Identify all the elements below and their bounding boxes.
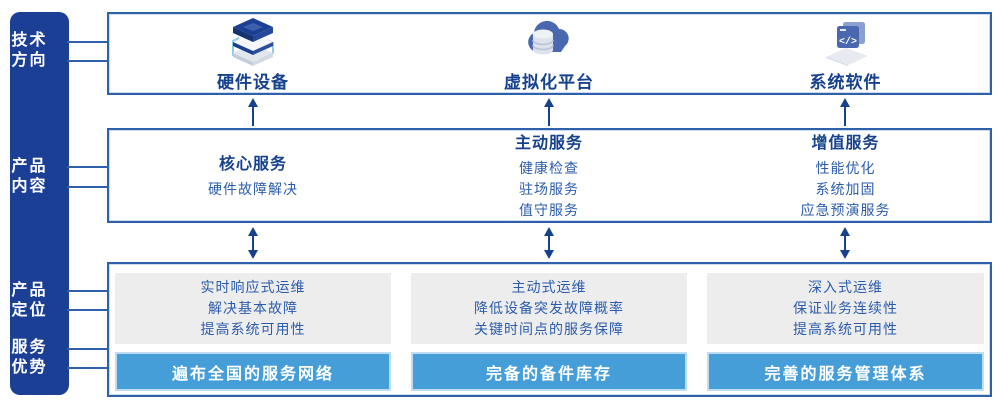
sidebar-label-line: 定位 bbox=[11, 302, 48, 319]
service-item: 应急预演服务 bbox=[800, 202, 891, 218]
sidebar-label-line: 产品 bbox=[11, 282, 48, 299]
positioning-line: 实时响应式运维 bbox=[200, 279, 306, 295]
sidebar-label-line: 优势 bbox=[11, 359, 48, 376]
positioning-column-deep: 深入式运维 保证业务连续性 提高系统可用性 完善的服务管理体系 bbox=[707, 264, 984, 395]
double-arrow-icon bbox=[840, 227, 850, 259]
double-arrow-icon bbox=[544, 227, 554, 259]
sidebar-label-line: 内容 bbox=[11, 178, 48, 195]
service-column-core: 核心服务 硬件故障解决 bbox=[115, 130, 391, 221]
service-title: 主动服务 bbox=[514, 135, 583, 152]
advantage-bar: 遍布全国的服务网络 bbox=[115, 352, 391, 391]
sidebar-label-product-content: 产品 内容 bbox=[0, 157, 59, 197]
sidebar-label-product-position: 产品 定位 bbox=[0, 281, 59, 321]
up-arrow-icon bbox=[544, 98, 554, 126]
product-position-row: 实时响应式运维 解决基本故障 提高系统可用性 遍布全国的服务网络 主动式运维 降… bbox=[107, 262, 992, 397]
sidebar-label-service-advantage: 服务 优势 bbox=[0, 338, 59, 378]
tech-direction-row: 硬件设备 虚拟化平台 bbox=[107, 12, 992, 95]
connector-line bbox=[67, 60, 109, 62]
positioning-line: 关键时间点的服务保障 bbox=[474, 321, 624, 337]
sidebar-label-line: 产品 bbox=[11, 158, 48, 175]
product-content-row: 核心服务 硬件故障解决 主动服务 健康检查 驻场服务 值守服务 增值服务 性能优… bbox=[107, 128, 992, 223]
code-window-icon: </> bbox=[818, 15, 874, 67]
sidebar-label-tech-direction: 技术 方向 bbox=[0, 31, 59, 71]
sidebar-label-line: 服务 bbox=[11, 339, 48, 356]
connector-line bbox=[67, 41, 109, 43]
positioning-line: 提高系统可用性 bbox=[793, 321, 898, 337]
positioning-column-realtime: 实时响应式运维 解决基本故障 提高系统可用性 遍布全国的服务网络 bbox=[115, 264, 391, 395]
positioning-column-proactive: 主动式运维 降低设备突发故障概率 关键时间点的服务保障 完备的备件库存 bbox=[411, 264, 687, 395]
tech-label: 虚拟化平台 bbox=[504, 72, 594, 92]
positioning-line: 解决基本故障 bbox=[208, 300, 298, 316]
positioning-line: 保证业务连续性 bbox=[793, 300, 898, 316]
tech-label: 硬件设备 bbox=[217, 72, 289, 92]
sidebar-label-line: 方向 bbox=[11, 52, 48, 69]
positioning-line: 提高系统可用性 bbox=[200, 321, 306, 337]
service-item: 硬件故障解决 bbox=[208, 181, 298, 197]
sidebar-label-line: 技术 bbox=[11, 32, 48, 49]
connector-line bbox=[67, 348, 109, 350]
service-title: 核心服务 bbox=[218, 156, 287, 173]
connector-line bbox=[67, 309, 109, 311]
up-arrow-icon bbox=[840, 98, 850, 126]
category-sidebar bbox=[10, 12, 69, 395]
service-item: 性能优化 bbox=[815, 160, 876, 176]
positioning-box: 实时响应式运维 解决基本故障 提高系统可用性 bbox=[115, 273, 391, 344]
connector-line bbox=[67, 186, 109, 188]
service-column-proactive: 主动服务 健康检查 驻场服务 值守服务 bbox=[411, 130, 687, 221]
positioning-line: 主动式运维 bbox=[511, 279, 587, 295]
service-column-value-added: 增值服务 性能优化 系统加固 应急预演服务 bbox=[707, 130, 984, 221]
tech-item-system-software: </> 系统软件 bbox=[707, 14, 984, 93]
positioning-box: 主动式运维 降低设备突发故障概率 关键时间点的服务保障 bbox=[411, 273, 687, 344]
positioning-box: 深入式运维 保证业务连续性 提高系统可用性 bbox=[707, 273, 984, 344]
service-item: 健康检查 bbox=[519, 160, 579, 176]
svg-text:</>: </> bbox=[838, 36, 856, 48]
tech-item-virtualization: 虚拟化平台 bbox=[411, 14, 687, 93]
advantage-bar: 完备的备件库存 bbox=[411, 352, 687, 391]
service-title: 增值服务 bbox=[811, 135, 880, 152]
up-arrow-icon bbox=[248, 98, 258, 126]
positioning-line: 深入式运维 bbox=[808, 279, 883, 295]
positioning-line: 降低设备突发故障概率 bbox=[474, 300, 624, 316]
service-item: 系统加固 bbox=[815, 181, 876, 197]
connector-line bbox=[67, 166, 109, 168]
connector-line bbox=[67, 290, 109, 292]
server-stack-icon bbox=[225, 15, 281, 67]
tech-item-hardware: 硬件设备 bbox=[115, 14, 391, 93]
service-item: 值守服务 bbox=[519, 202, 579, 218]
advantage-bar: 完善的服务管理体系 bbox=[707, 352, 984, 391]
double-arrow-icon bbox=[248, 227, 258, 259]
connector-line bbox=[67, 367, 109, 369]
service-item: 驻场服务 bbox=[519, 181, 579, 197]
cloud-database-icon bbox=[521, 15, 577, 67]
tech-label: 系统软件 bbox=[809, 72, 882, 92]
